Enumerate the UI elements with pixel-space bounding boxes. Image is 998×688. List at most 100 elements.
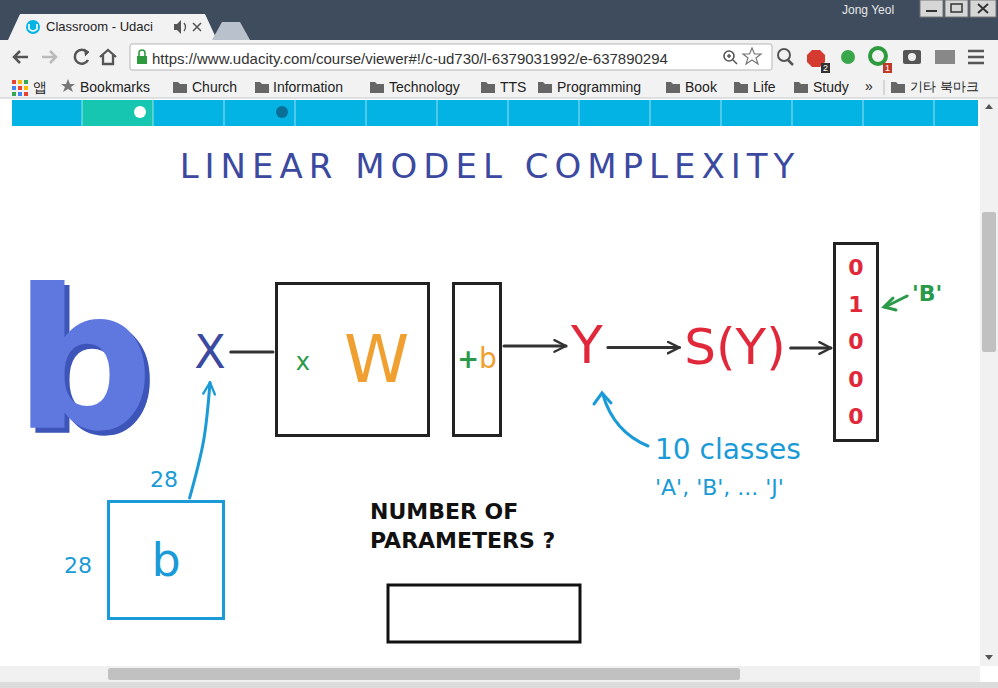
- apps-icon: [12, 92, 16, 96]
- apps-icon: [12, 86, 16, 90]
- flow-connector: [231, 350, 273, 353]
- camera-icon: [903, 50, 921, 64]
- badge-count: 2: [821, 63, 830, 73]
- bookmark-folder: Technology: [389, 78, 460, 96]
- favicon: [26, 20, 40, 34]
- apps-icon: [18, 92, 22, 96]
- weight-matrix-box: xW: [275, 282, 430, 437]
- softmax-output: S(Y): [681, 317, 788, 379]
- forward-button: [42, 51, 56, 63]
- node-text: S(Y): [684, 319, 785, 377]
- toolbar: [0, 40, 998, 98]
- lock-icon: [137, 56, 147, 64]
- node-text: 0: [848, 404, 863, 429]
- progress-dividers: [82, 100, 934, 126]
- node-text: Y: [571, 316, 603, 376]
- bookmark-folder: Book: [685, 78, 717, 96]
- bookmark-folder: Information: [273, 78, 343, 96]
- folder-icon: [255, 82, 269, 93]
- page-content: [0, 99, 980, 666]
- diagram-title: LINEAR MODEL COMPLEXITY: [0, 146, 980, 186]
- badge-count: 1: [883, 63, 892, 73]
- bookmark-folder: Church: [192, 78, 237, 96]
- lock-shackle: [139, 50, 145, 56]
- progress-bar: [12, 100, 978, 126]
- node-text: x: [296, 349, 310, 377]
- node-text: X: [194, 326, 226, 379]
- input-image-box: b: [107, 500, 225, 620]
- folder-icon: [794, 82, 808, 93]
- new-tab: [212, 22, 250, 40]
- scroll-up-arrow: [985, 104, 993, 109]
- logit-output: Y: [568, 314, 606, 378]
- maximize-button: [945, 0, 968, 17]
- node-text: 1: [848, 292, 863, 317]
- apps-icon: [18, 80, 22, 84]
- dimension-label: 28: [64, 552, 92, 581]
- letter-b-illustration: b: [14, 263, 154, 458]
- bookmark-item: Bookmarks: [80, 78, 150, 96]
- node-text: W: [344, 322, 409, 398]
- close-button: [970, 0, 996, 17]
- folder-icon: [666, 82, 680, 93]
- bias-box: +b: [452, 282, 502, 437]
- speaker-icon: [174, 20, 181, 34]
- user-name: Jong Yeol: [842, 3, 894, 19]
- folder-icon: [481, 82, 495, 93]
- bookmark-folder: Life: [753, 78, 776, 96]
- favicon-glyph: [29, 24, 37, 31]
- reload-button: [75, 50, 88, 64]
- flow-connector: [791, 347, 831, 350]
- folder-icon: [173, 82, 187, 93]
- extension-icon: [841, 50, 855, 64]
- bookmark-apps: 앱: [33, 78, 47, 96]
- answer-box: [388, 585, 580, 642]
- folder-icon: [891, 82, 905, 93]
- one-hot-vector: 01000: [833, 242, 879, 442]
- extension-icon: [935, 50, 955, 64]
- address-bar: [130, 44, 772, 70]
- folder-icon: [538, 82, 552, 93]
- active-tab: [8, 14, 217, 40]
- question-text: NUMBER OF PARAMETERS ?: [370, 498, 585, 555]
- extension-icon: [870, 48, 886, 64]
- apps-icon: [12, 80, 16, 84]
- tab-close: [193, 23, 201, 31]
- apps-icon: [24, 92, 28, 96]
- node-text: 0: [848, 329, 863, 354]
- maximize-glyph: [951, 4, 962, 12]
- back-button: [14, 51, 28, 63]
- flow-connector: [190, 382, 210, 498]
- apps-icon: [24, 80, 28, 84]
- scroll-thumb: [108, 668, 740, 680]
- leader-arrowhead: [884, 298, 896, 310]
- search-icon: [778, 49, 790, 61]
- apps-icon: [24, 86, 28, 90]
- zoom-glyph: [727, 54, 737, 64]
- leader-arrowhead: [594, 393, 611, 404]
- search-handle: [788, 60, 793, 65]
- node-text: b: [151, 534, 180, 587]
- progress-dot: [276, 106, 288, 118]
- class-label: 'B': [912, 280, 942, 309]
- node-text: b: [479, 343, 497, 375]
- bookmark-folder: Study: [813, 78, 849, 96]
- camera-lens: [908, 53, 916, 61]
- speaker-wave: [184, 23, 186, 31]
- bookmark-folder: 기타 북마크: [910, 79, 979, 96]
- node-text: +: [457, 345, 479, 375]
- menu-icon: [968, 51, 984, 63]
- window-bottom: [0, 682, 998, 688]
- address-url: https://www.udacity.com/course/viewer#!/…: [152, 49, 668, 69]
- bookmark-overflow: »: [865, 77, 873, 95]
- tab-title: Classroom - Udaci: [46, 19, 153, 36]
- toolbar-border: [0, 98, 998, 99]
- window-frame: [0, 0, 998, 40]
- reload-head: [84, 49, 89, 56]
- bookmark-separator: [884, 80, 885, 95]
- flow-connector: [504, 344, 566, 347]
- apps-icon: [18, 86, 22, 90]
- scroll-thumb: [982, 212, 996, 352]
- scroll-down-arrow: [985, 655, 993, 660]
